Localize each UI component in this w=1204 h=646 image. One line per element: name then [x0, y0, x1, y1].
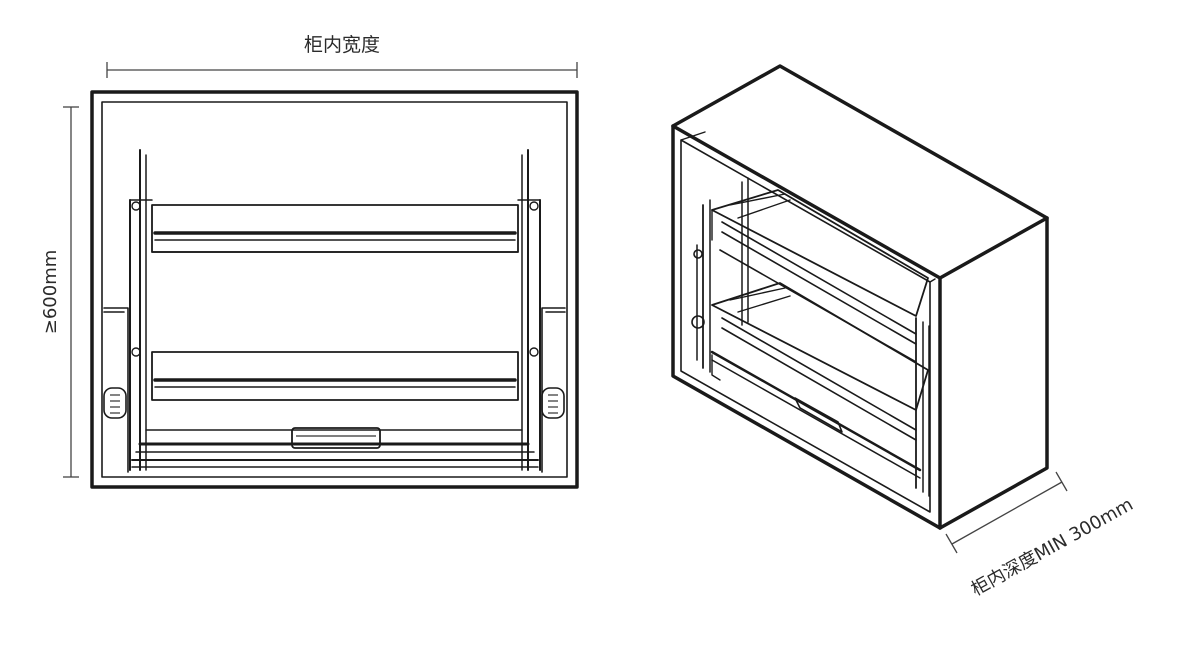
isometric-view: 柜内深度MIN 300mm — [671, 64, 1137, 600]
height-dimension-label: ≥600mm — [40, 250, 61, 335]
front-view: 柜内宽度 ≥600mm — [40, 34, 579, 489]
left-bracket — [103, 149, 153, 473]
cabinet-front-frame — [90, 90, 579, 489]
upper-shelf — [151, 204, 519, 253]
depth-dimension: 柜内深度MIN 300mm — [945, 471, 1137, 600]
lower-shelf — [151, 351, 519, 401]
handle-bar — [131, 427, 539, 468]
cabinet-box — [671, 64, 1049, 530]
height-dimension: ≥600mm — [40, 106, 79, 478]
depth-dimension-label: 柜内深度MIN 300mm — [968, 494, 1137, 600]
width-dimension: 柜内宽度 — [106, 34, 578, 78]
width-dimension-label: 柜内宽度 — [304, 34, 380, 56]
right-bracket — [517, 149, 566, 473]
basket-assembly — [691, 177, 930, 497]
